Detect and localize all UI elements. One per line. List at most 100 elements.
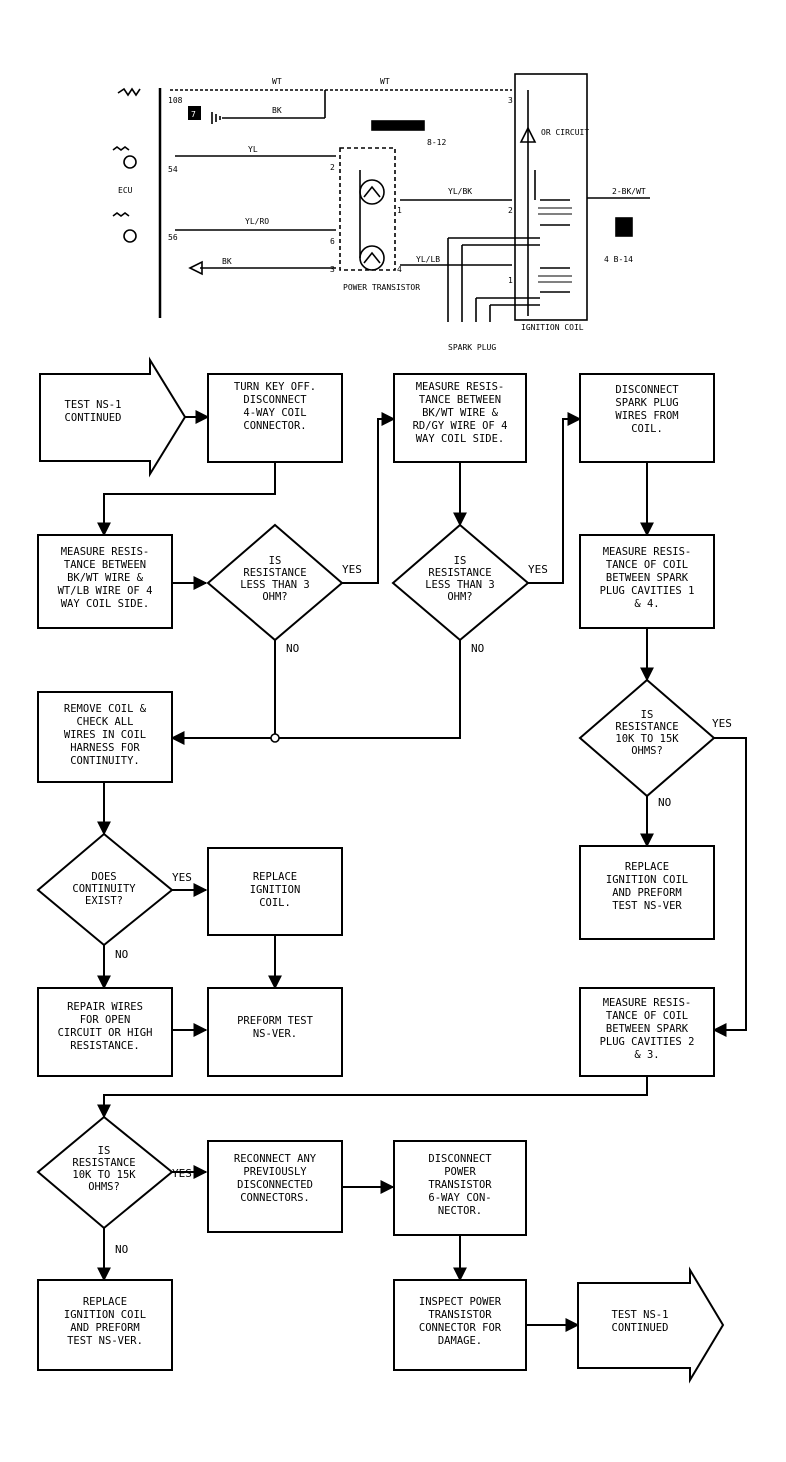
wire-label-yl-ro: YL/RO [245, 217, 269, 226]
pin-1-coil: 1 [508, 276, 513, 285]
b11-line: PLUG CAVITIES 2 [600, 1036, 695, 1048]
d3-line: 10K TO 15K [615, 733, 679, 745]
decision-less-than-3-a [206, 523, 344, 642]
b11-line: BETWEEN SPARK [606, 1023, 689, 1035]
b3-line: COIL. [631, 423, 663, 435]
or-circuit-label: OR CIRCUIT [541, 128, 589, 137]
yes-label-d5: YES [172, 1167, 192, 1180]
b14-line: IGNITION COIL [64, 1309, 146, 1321]
b13-line: DISCONNECT [428, 1153, 492, 1165]
power-transistor-label: POWER TRANSISTOR [343, 283, 420, 292]
box-measure-bk-wt [37, 534, 173, 629]
b4-line: WAY COIL SIDE. [61, 598, 150, 610]
b5-line: TANCE OF COIL [606, 559, 688, 571]
b12-line: CONNECTORS. [240, 1192, 310, 1204]
b12-line: DISCONNECTED [237, 1179, 313, 1191]
b6-line: CONTINUITY. [70, 755, 140, 767]
b2-line: MEASURE RESIS- [416, 381, 505, 393]
connector-ref-4b-14: 4 B-14 [604, 255, 633, 264]
spark-plug-label: SPARK PLUG [448, 343, 496, 352]
d5-line: OHMS? [88, 1181, 120, 1193]
b9-line: FOR OPEN [80, 1014, 131, 1026]
b5-line: PLUG CAVITIES 1 [600, 585, 695, 597]
box-repair-wires [37, 987, 173, 1077]
b6-line: CHECK ALL [77, 716, 134, 728]
b6-line: WIRES IN COIL [64, 729, 146, 741]
d4-line: EXIST? [85, 895, 123, 907]
pin-108: 108 [168, 96, 183, 105]
wire-label-bk: BK [222, 257, 232, 266]
wire-label-bk-ground: BK [272, 106, 282, 115]
b11-line: MEASURE RESIS- [603, 997, 692, 1009]
pin-2-coil: 2 [508, 206, 513, 215]
no-label-d2: NO [471, 642, 484, 655]
d2-line: IS [454, 555, 467, 567]
b1-line: CONNECTOR. [243, 420, 306, 432]
b8-line: REPLACE [625, 861, 669, 873]
d2-line: LESS THAN 3 [425, 579, 495, 591]
b1-line: 4-WAY COIL [243, 407, 306, 419]
d1-line: IS [269, 555, 282, 567]
box-replace-coil-preform [579, 845, 715, 940]
box-replace-coil [207, 847, 343, 936]
box-disconnect-spark [579, 373, 715, 463]
b14-line: AND PREFORM [70, 1322, 140, 1334]
decision-10k-15k-b [36, 1115, 174, 1230]
pin-56: 56 [168, 233, 178, 242]
yes-label-d2: YES [528, 563, 548, 576]
box-measure-coil-2-3 [579, 987, 715, 1077]
b9-line: CIRCUIT OR HIGH [58, 1027, 153, 1039]
b8-line: IGNITION COIL [606, 874, 688, 886]
no-label-d3: NO [658, 796, 671, 809]
b7-line: IGNITION [250, 884, 301, 896]
pin-2-transistor: 2 [330, 163, 335, 172]
b4-line: WT/LB WIRE OF 4 [58, 585, 153, 597]
wire-label-yl-bk: YL/BK [448, 187, 472, 196]
d4-line: CONTINUITY [72, 883, 136, 895]
d2-line: OHM? [447, 591, 472, 603]
flow-connectors [97, 410, 747, 1332]
b10-line: PREFORM TEST [237, 1015, 314, 1027]
b8-line: TEST NS-VER [612, 900, 682, 912]
box-disconnect-transistor [393, 1140, 527, 1236]
yes-label-d3: YES [712, 717, 732, 730]
b13-line: TRANSISTOR [428, 1179, 492, 1191]
b4-line: BK/WT WIRE & [67, 572, 144, 584]
box-inspect-transistor [393, 1279, 527, 1371]
d1-line: LESS THAN 3 [240, 579, 310, 591]
b15-line: DAMAGE. [438, 1335, 482, 1347]
b3-line: DISCONNECT [615, 384, 679, 396]
box-measure-coil-1-4 [579, 534, 715, 629]
start-line: CONTINUED [65, 412, 122, 424]
d4-line: DOES [91, 871, 116, 883]
b10-line: NS-VER. [253, 1028, 297, 1040]
edge-labels: YES NO YES NO YES NO YES NO YES NO [115, 563, 732, 1256]
start-line: TEST NS-1 [65, 399, 122, 411]
b13-line: POWER [444, 1166, 476, 1178]
b15-line: CONNECTOR FOR [419, 1322, 502, 1334]
box-replace-coil-preform-2 [37, 1279, 173, 1371]
b9-line: REPAIR WIRES [67, 1001, 143, 1013]
end-arrow-shape [577, 1266, 725, 1384]
wire-label-yl: YL [248, 145, 258, 154]
b6-line: HARNESS FOR [70, 742, 140, 754]
d5-line: RESISTANCE [72, 1157, 135, 1169]
yes-label-d1: YES [342, 563, 362, 576]
b15-line: TRANSISTOR [428, 1309, 492, 1321]
end-line: TEST NS-1 [612, 1309, 669, 1321]
connector-ref-8-12: 8-12 [427, 138, 446, 147]
